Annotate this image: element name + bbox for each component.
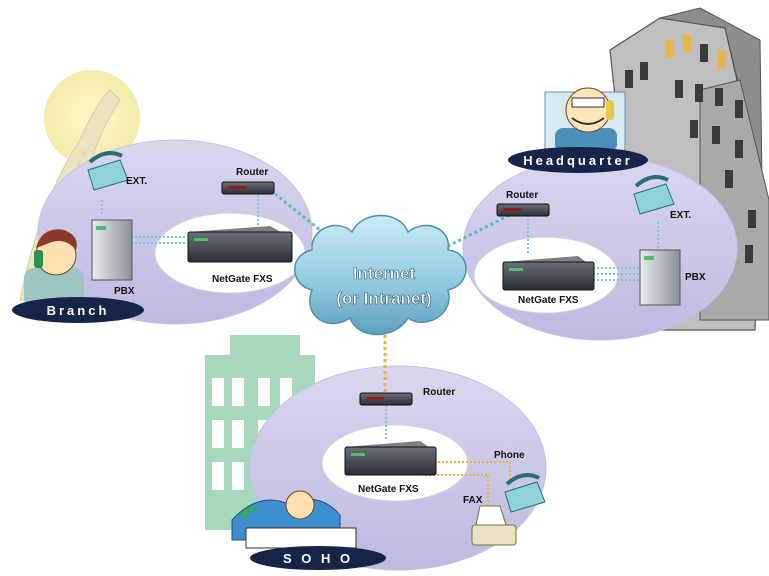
headquarter-pbx (639, 249, 681, 306)
branch-pbx (91, 219, 133, 281)
soho-gateway-label: NetGate FXS (358, 484, 419, 495)
branch-netgate-device (187, 226, 293, 263)
headquarter-name: Headquarter (523, 153, 633, 168)
headquarter-netgate-device (502, 256, 595, 291)
branch-pbx-label: PBX (114, 286, 135, 297)
headquarter-person-on-phone (544, 87, 626, 152)
soho-fax-label: FAX (463, 495, 483, 506)
cloud-label-line2: (or Intranet) (336, 289, 431, 308)
branch-name: Branch (47, 303, 110, 318)
branch-ext-phone-icon (87, 151, 129, 191)
soho-person-at-desk (231, 490, 357, 549)
branch-ext-label: EXT. (126, 176, 147, 187)
soho-name-badge: S O H O (250, 546, 386, 570)
headquarter-cloud-link (439, 208, 521, 252)
branch-router (221, 181, 275, 195)
branch-gateway-label: NetGate FXS (212, 274, 273, 285)
site-internal-links (101, 195, 659, 440)
soho-router-label: Router (423, 387, 455, 398)
soho-fax-icon (471, 505, 517, 546)
headquarter-router-label: Router (506, 190, 538, 201)
branch-person-on-phone (24, 229, 84, 308)
headquarter-name-badge: Headquarter (508, 147, 648, 173)
headquarter-ext-phone-icon (633, 175, 675, 215)
headquarter-router (496, 203, 550, 217)
headquarter-pbx-label: PBX (685, 272, 706, 283)
soho-phone-icon (504, 473, 546, 513)
soho-netgate-device (344, 441, 437, 476)
cloud-label-line1: Internet (353, 264, 416, 283)
soho-phone-label: Phone (494, 450, 525, 461)
soho-device-links (425, 461, 511, 515)
soho-router (359, 392, 413, 406)
branch-router-label: Router (236, 167, 268, 178)
soho-name: S O H O (283, 551, 353, 566)
headquarter-ext-label: EXT. (670, 210, 691, 221)
branch-name-badge: Branch (12, 297, 144, 323)
internet-cloud: Internet (or Intranet) (294, 214, 467, 336)
headquarter-gateway-label: NetGate FXS (518, 295, 579, 306)
